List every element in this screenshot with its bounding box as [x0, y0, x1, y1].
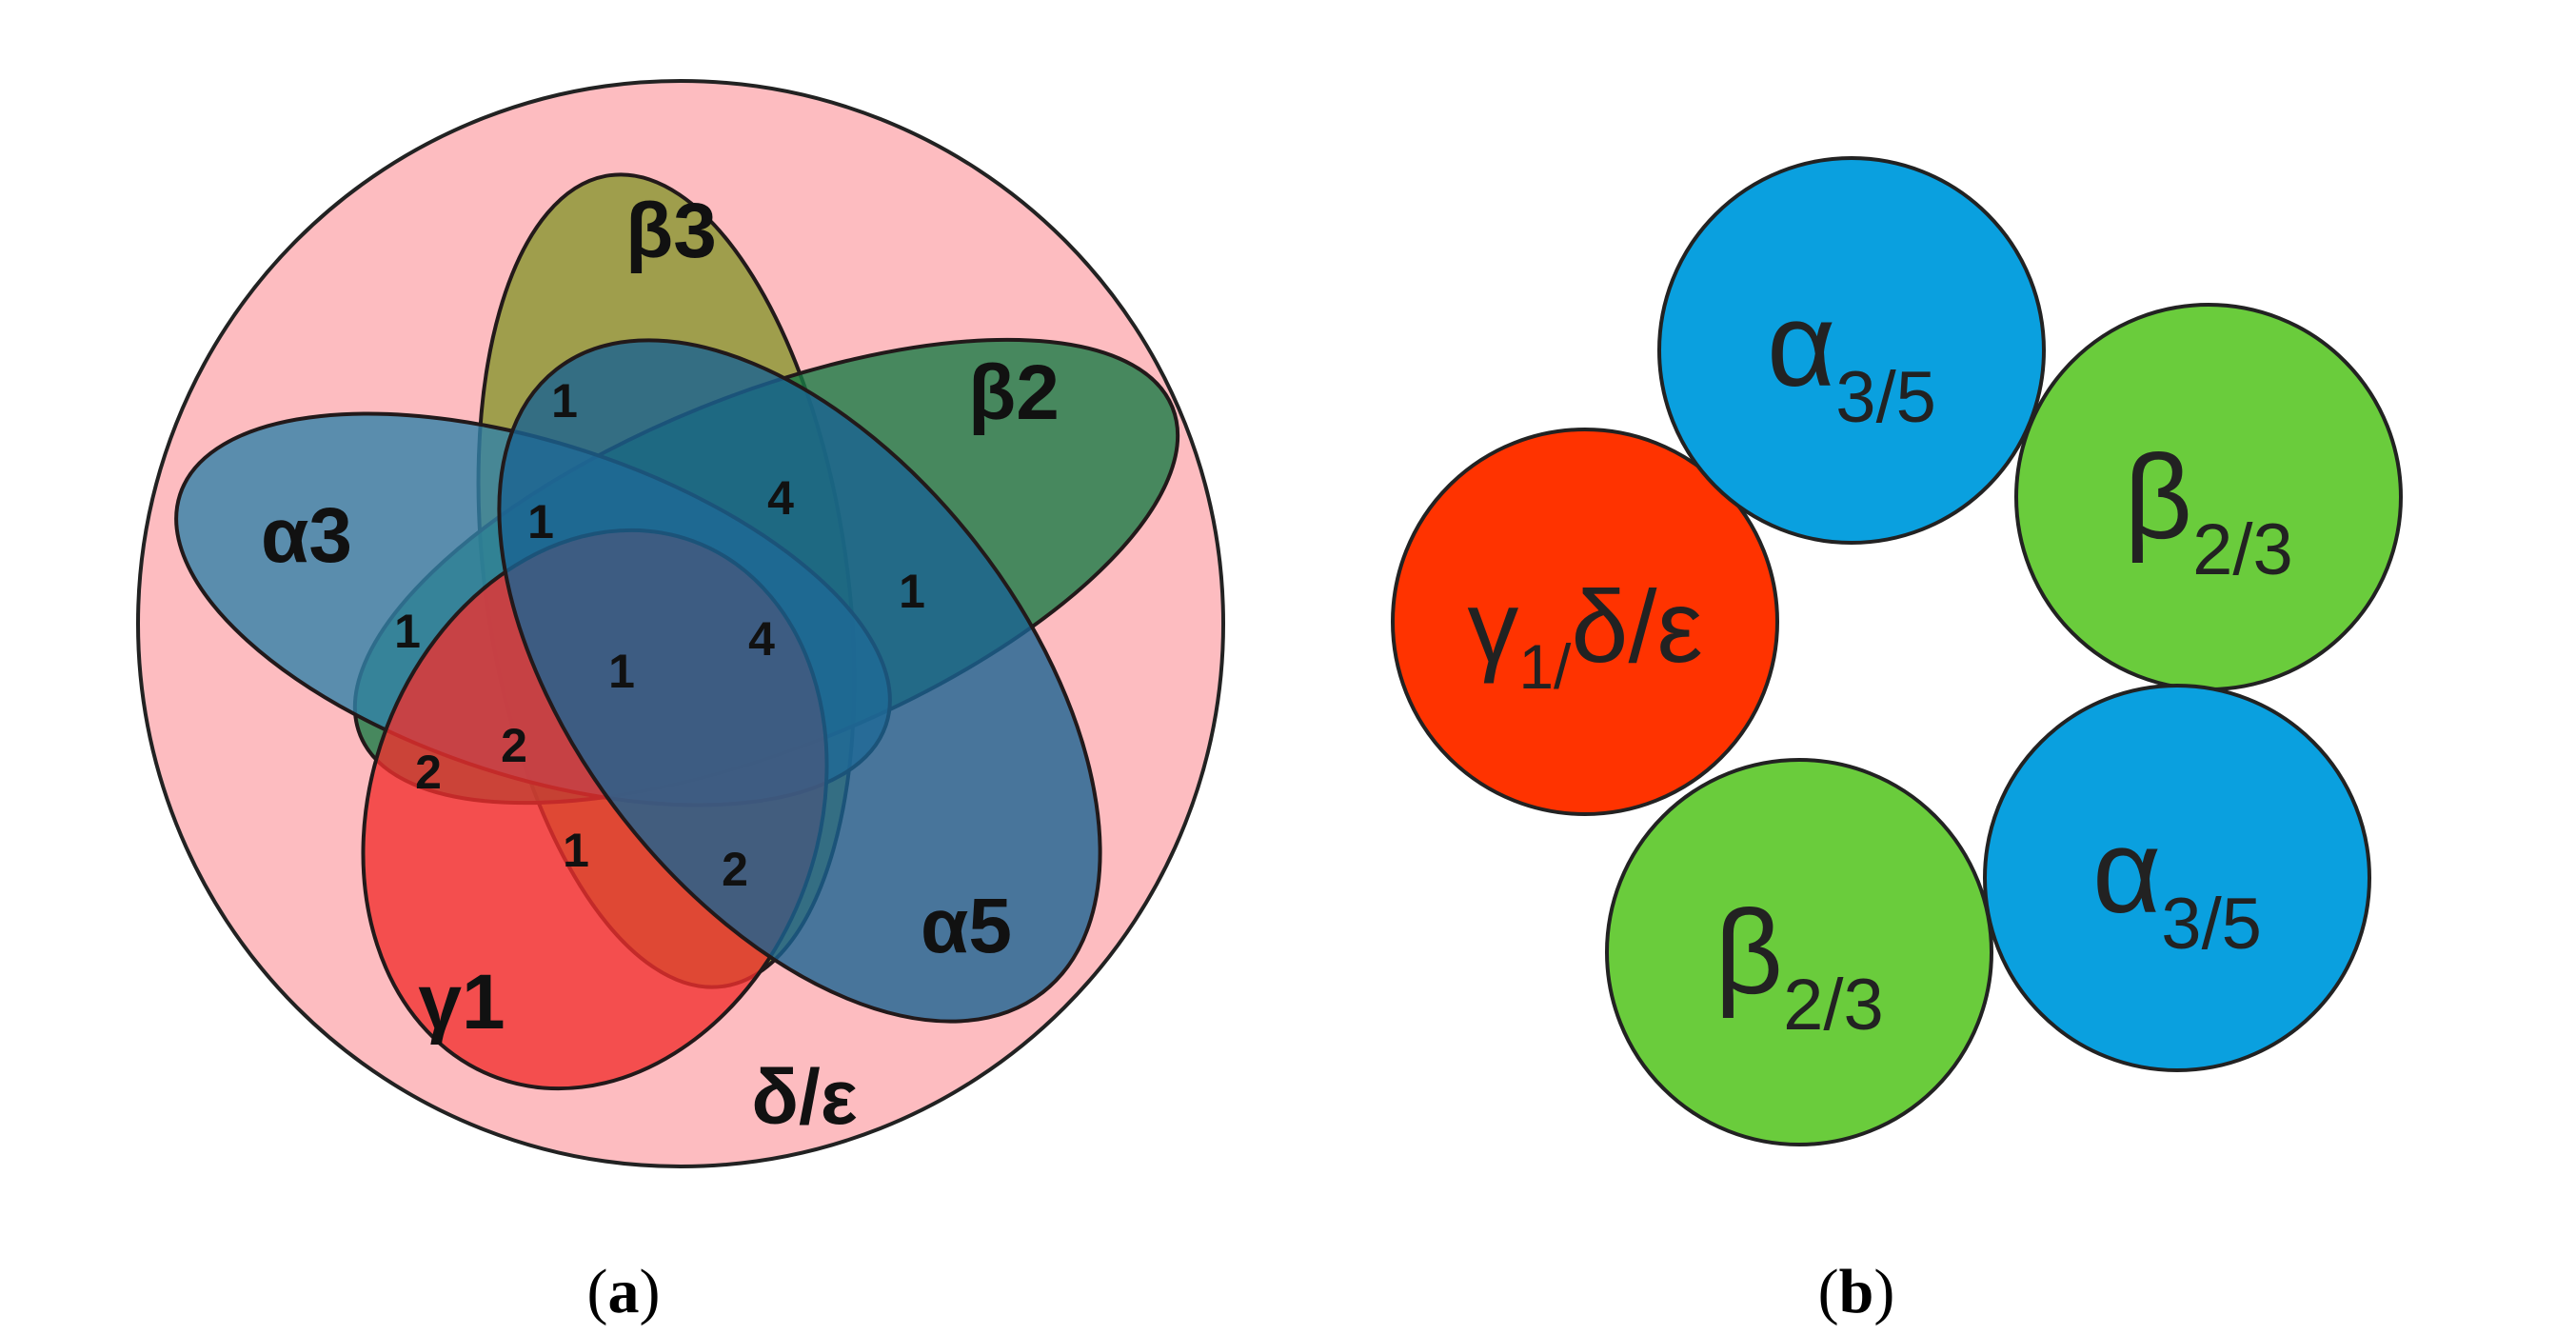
subunit-circle-alpha-top — [1657, 156, 2046, 545]
region-count: 1 — [551, 374, 578, 428]
caption-a: (a) — [587, 1257, 661, 1326]
subunit-circle-gamma-delta-epsilon — [1391, 428, 1779, 816]
set-label-beta3: β3 — [625, 188, 717, 274]
subunit-label-alpha-top: α3/5 — [1767, 279, 1936, 438]
region-count: 1 — [563, 824, 589, 877]
set-label-beta2: β2 — [968, 349, 1060, 436]
region-count: 1 — [527, 495, 554, 548]
subunit-circle-beta-bottom — [1605, 758, 1993, 1146]
subunit-circle-alpha-bottom-right — [1983, 684, 2371, 1072]
region-count: 4 — [748, 612, 775, 666]
region-count: 1 — [394, 605, 421, 658]
region-count: 1 — [899, 565, 925, 618]
region-count: 2 — [722, 843, 748, 896]
venn-diagram: β3 β2 α3 γ1 α5 δ/ε 1 1 4 1 1 4 1 2 2 1 2 — [136, 79, 1225, 1168]
subunit-label-beta-bottom: β2/3 — [1714, 887, 1884, 1046]
region-count: 1 — [608, 645, 635, 698]
subunit-label-gamma-delta-epsilon: γ1/δ/ε — [1467, 568, 1702, 702]
outer-label-delta-epsilon: δ/ε — [751, 1054, 857, 1141]
set-label-alpha3: α3 — [261, 492, 352, 579]
set-label-gamma1: γ1 — [418, 959, 505, 1046]
region-count: 2 — [415, 746, 442, 799]
caption-b: (b) — [1818, 1257, 1895, 1326]
region-count: 4 — [767, 471, 794, 525]
set-ellipse-alpha5 — [497, 338, 1102, 1024]
set-label-alpha5: α5 — [921, 883, 1012, 969]
subunit-circle-beta-right — [2014, 303, 2403, 691]
subunit-ring: γ1/δ/ε α3/5 β2/3 α3/5 β2/3 — [1391, 156, 2403, 1146]
region-count: 2 — [501, 719, 527, 772]
subunit-label-alpha-bottom-right: α3/5 — [2092, 806, 2262, 965]
subunit-label-beta-right: β2/3 — [2124, 431, 2293, 590]
